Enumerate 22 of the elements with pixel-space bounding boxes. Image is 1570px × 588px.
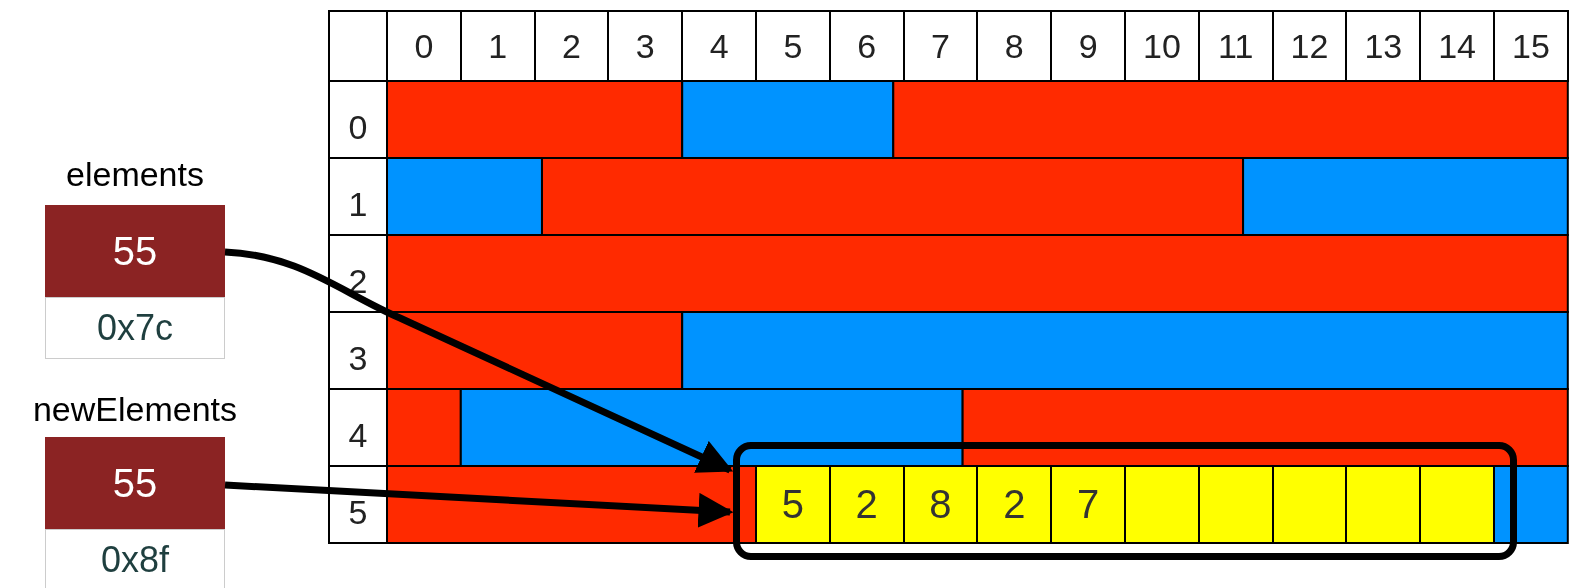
column-index: 15 [1493, 10, 1569, 82]
array-element: 5 [755, 465, 831, 544]
array-element: 2 [976, 465, 1053, 544]
array-element [1271, 465, 1348, 544]
array-element [1345, 465, 1422, 544]
array-element [1124, 465, 1200, 544]
array-outline [733, 442, 1517, 560]
memory-address: 0x8f [45, 529, 225, 588]
array-element: 7 [1050, 465, 1126, 544]
arrow [224, 481, 734, 528]
array-element: 8 [902, 465, 979, 544]
memory-address: 0x7c [45, 297, 225, 359]
variable-name: newElements [32, 390, 238, 429]
array-element [1197, 465, 1274, 544]
variable-box [45, 437, 225, 588]
arrow [224, 248, 734, 474]
array-element [1419, 465, 1495, 544]
variable-box [45, 205, 225, 359]
variable-name: elements [66, 155, 204, 194]
array-element: 2 [828, 465, 905, 544]
pointer-value: 55 [45, 205, 225, 297]
pointer-value: 55 [45, 437, 225, 529]
